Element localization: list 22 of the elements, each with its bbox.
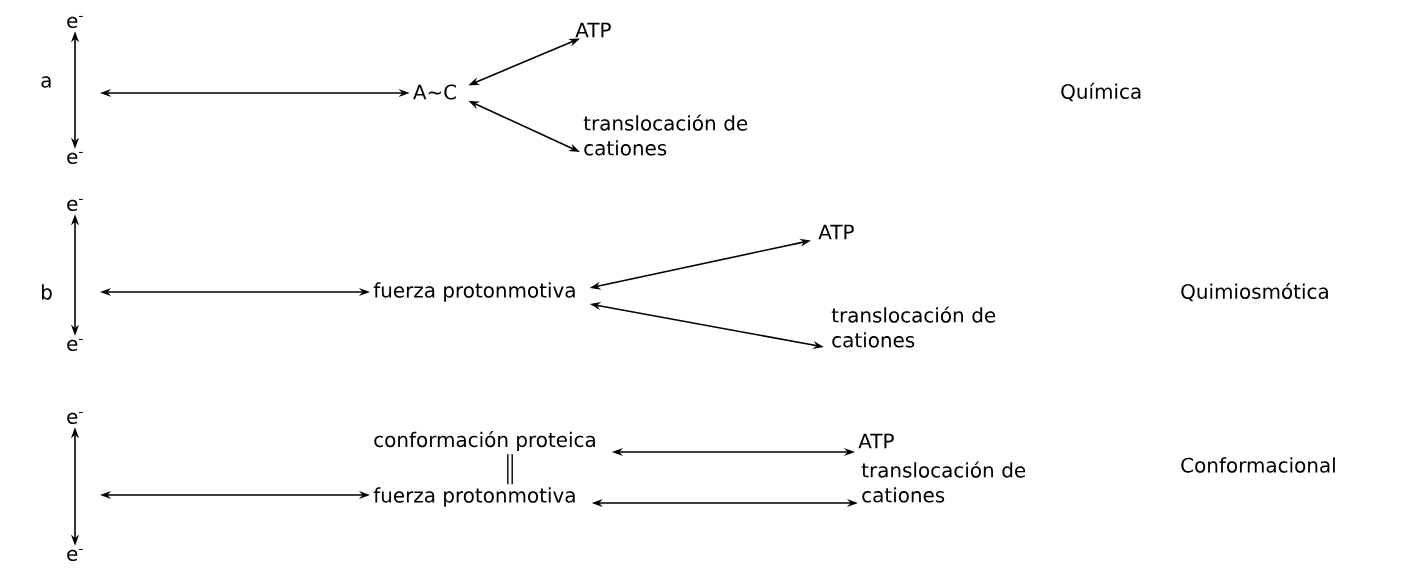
electron-label: e$^{-}$ xyxy=(67,411,83,425)
row-caption: Conformacional xyxy=(1181,457,1335,473)
electron-label: e$^{-}$ xyxy=(67,15,83,29)
node-text: ATP xyxy=(818,224,854,240)
electron-label: e$^{-}$ xyxy=(67,151,83,165)
electron-label: e$^{-}$ xyxy=(67,338,83,352)
electron-label: e$^{-}$ xyxy=(67,198,83,212)
node-text: A∼C xyxy=(413,84,457,100)
node-text: conformación proteica xyxy=(374,430,595,452)
node-text: translocación de cationes xyxy=(583,114,748,156)
node-text: fuerza protonmotiva xyxy=(373,487,575,507)
node-text: ATP xyxy=(858,433,894,449)
row-caption: Química xyxy=(1061,82,1141,102)
node-text: translocación de cationes xyxy=(861,461,1026,503)
row-caption: Quimiosmótica xyxy=(1181,282,1328,302)
node-text: fuerza protonmotiva xyxy=(373,282,575,302)
node-text: translocación de cationes xyxy=(831,306,996,348)
row-letter: a xyxy=(41,76,51,88)
electron-label: e$^{-}$ xyxy=(67,548,83,562)
row-letter: b xyxy=(42,284,52,300)
node-text: ATP xyxy=(575,22,611,38)
equivalence-sign xyxy=(507,454,513,485)
